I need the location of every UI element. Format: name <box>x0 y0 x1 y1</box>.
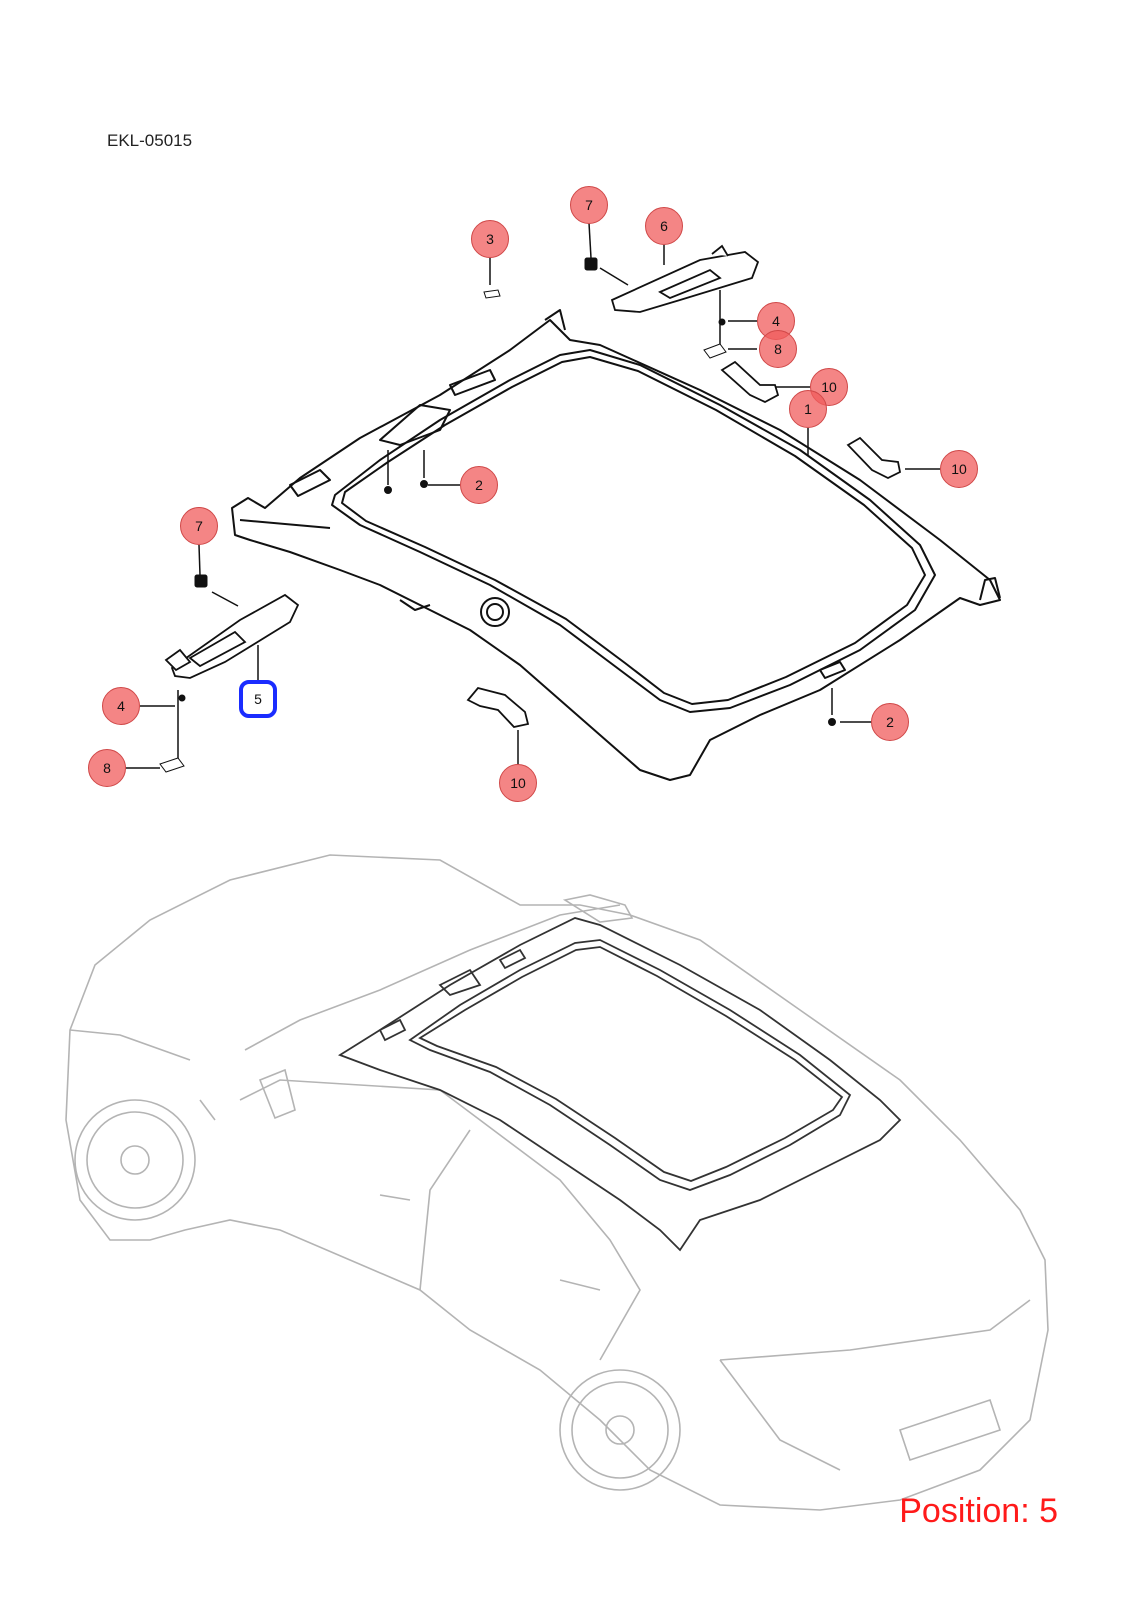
callout-4[interactable]: 4 <box>102 687 140 725</box>
callout-2[interactable]: 2 <box>460 466 498 504</box>
callout-10[interactable]: 10 <box>940 450 978 488</box>
diagram-code: EKL-05015 <box>107 131 193 150</box>
callout-10[interactable]: 10 <box>499 764 537 802</box>
fasteners <box>159 257 836 773</box>
callout-2[interactable]: 2 <box>871 703 909 741</box>
grab-handles <box>466 360 902 728</box>
sun-visor-left <box>164 593 300 679</box>
leader-lines <box>126 222 940 769</box>
position-readout: Position: 5 <box>899 1492 1058 1530</box>
vehicle-headliner-highlight <box>337 917 902 1252</box>
callout-3[interactable]: 3 <box>471 220 509 258</box>
callout-8[interactable]: 8 <box>759 330 797 368</box>
headliner-part <box>231 309 1001 781</box>
callout-7[interactable]: 7 <box>570 186 608 224</box>
vehicle-context-outline <box>65 854 1049 1511</box>
callout-1[interactable]: 1 <box>789 390 827 428</box>
callout-7[interactable]: 7 <box>180 507 218 545</box>
callout-8[interactable]: 8 <box>88 749 126 787</box>
callout-6[interactable]: 6 <box>645 207 683 245</box>
callout-5-selected[interactable]: 5 <box>239 680 277 718</box>
sun-visor-right <box>610 244 760 313</box>
